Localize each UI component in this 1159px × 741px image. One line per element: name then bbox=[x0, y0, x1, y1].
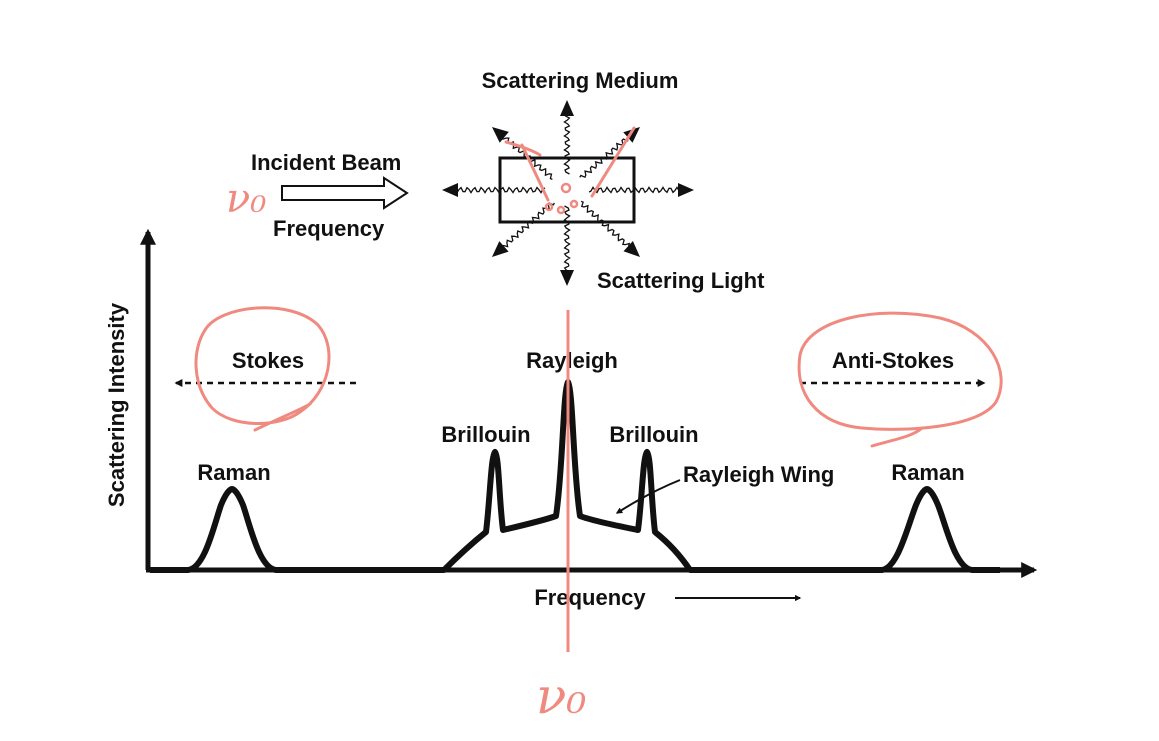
scattered-wave-7 bbox=[580, 200, 631, 248]
scattered-arrowhead-5 bbox=[623, 127, 640, 143]
scattering-medium-box bbox=[498, 156, 636, 224]
y-axis-label: Scattering Intensity bbox=[104, 302, 129, 507]
raman-left-label: Raman bbox=[197, 460, 270, 485]
rayleigh-wing-pointer bbox=[615, 479, 681, 514]
stokes-circle-annotation bbox=[194, 306, 331, 432]
stokes-label: Stokes bbox=[232, 348, 304, 373]
scattered-wave-3 bbox=[588, 186, 680, 194]
scattered-arrowhead-0 bbox=[560, 100, 574, 116]
scattered-arrowhead-7 bbox=[623, 241, 640, 257]
incident-beam-label: Incident Beam bbox=[251, 150, 401, 175]
scattered-arrowhead-2 bbox=[442, 183, 458, 197]
incident-frequency-label: Frequency bbox=[273, 216, 385, 241]
scattered-arrowhead-4 bbox=[492, 127, 509, 143]
spectrum-curve bbox=[150, 379, 1000, 573]
medium-sketch-annotation bbox=[504, 126, 636, 215]
scattered-arrowhead-3 bbox=[678, 183, 694, 197]
scattered-wave-2 bbox=[456, 186, 546, 194]
x-axis-label: Frequency bbox=[534, 585, 646, 610]
scattered-wave-1 bbox=[563, 205, 571, 273]
scattered-arrowhead-1 bbox=[560, 270, 574, 286]
anti-stokes-circle-annotation bbox=[797, 311, 1003, 448]
scattering-medium-label: Scattering Medium bbox=[482, 68, 679, 93]
nu0-axis-annotation: ν₀ bbox=[536, 667, 586, 725]
scattered-wave-5 bbox=[579, 134, 629, 179]
brillouin-right-label: Brillouin bbox=[609, 422, 698, 447]
incident-beam-arrow bbox=[281, 176, 409, 210]
scattering-light-label: Scattering Light bbox=[597, 268, 765, 293]
scattered-wave-6 bbox=[501, 202, 555, 248]
scattered-light-arrows bbox=[442, 100, 694, 286]
scattered-wave-0 bbox=[563, 113, 571, 175]
nu0-incident-annotation: ν₀ bbox=[226, 176, 266, 222]
rayleigh-label: Rayleigh bbox=[526, 348, 618, 373]
handwritten-annotations: ν₀ ν₀ bbox=[194, 126, 1003, 725]
anti-stokes-label: Anti-Stokes bbox=[832, 348, 954, 373]
rayleigh-wing-label: Rayleigh Wing bbox=[683, 462, 834, 487]
scattered-arrowhead-6 bbox=[492, 241, 509, 257]
raman-right-label: Raman bbox=[891, 460, 964, 485]
brillouin-left-label: Brillouin bbox=[441, 422, 530, 447]
